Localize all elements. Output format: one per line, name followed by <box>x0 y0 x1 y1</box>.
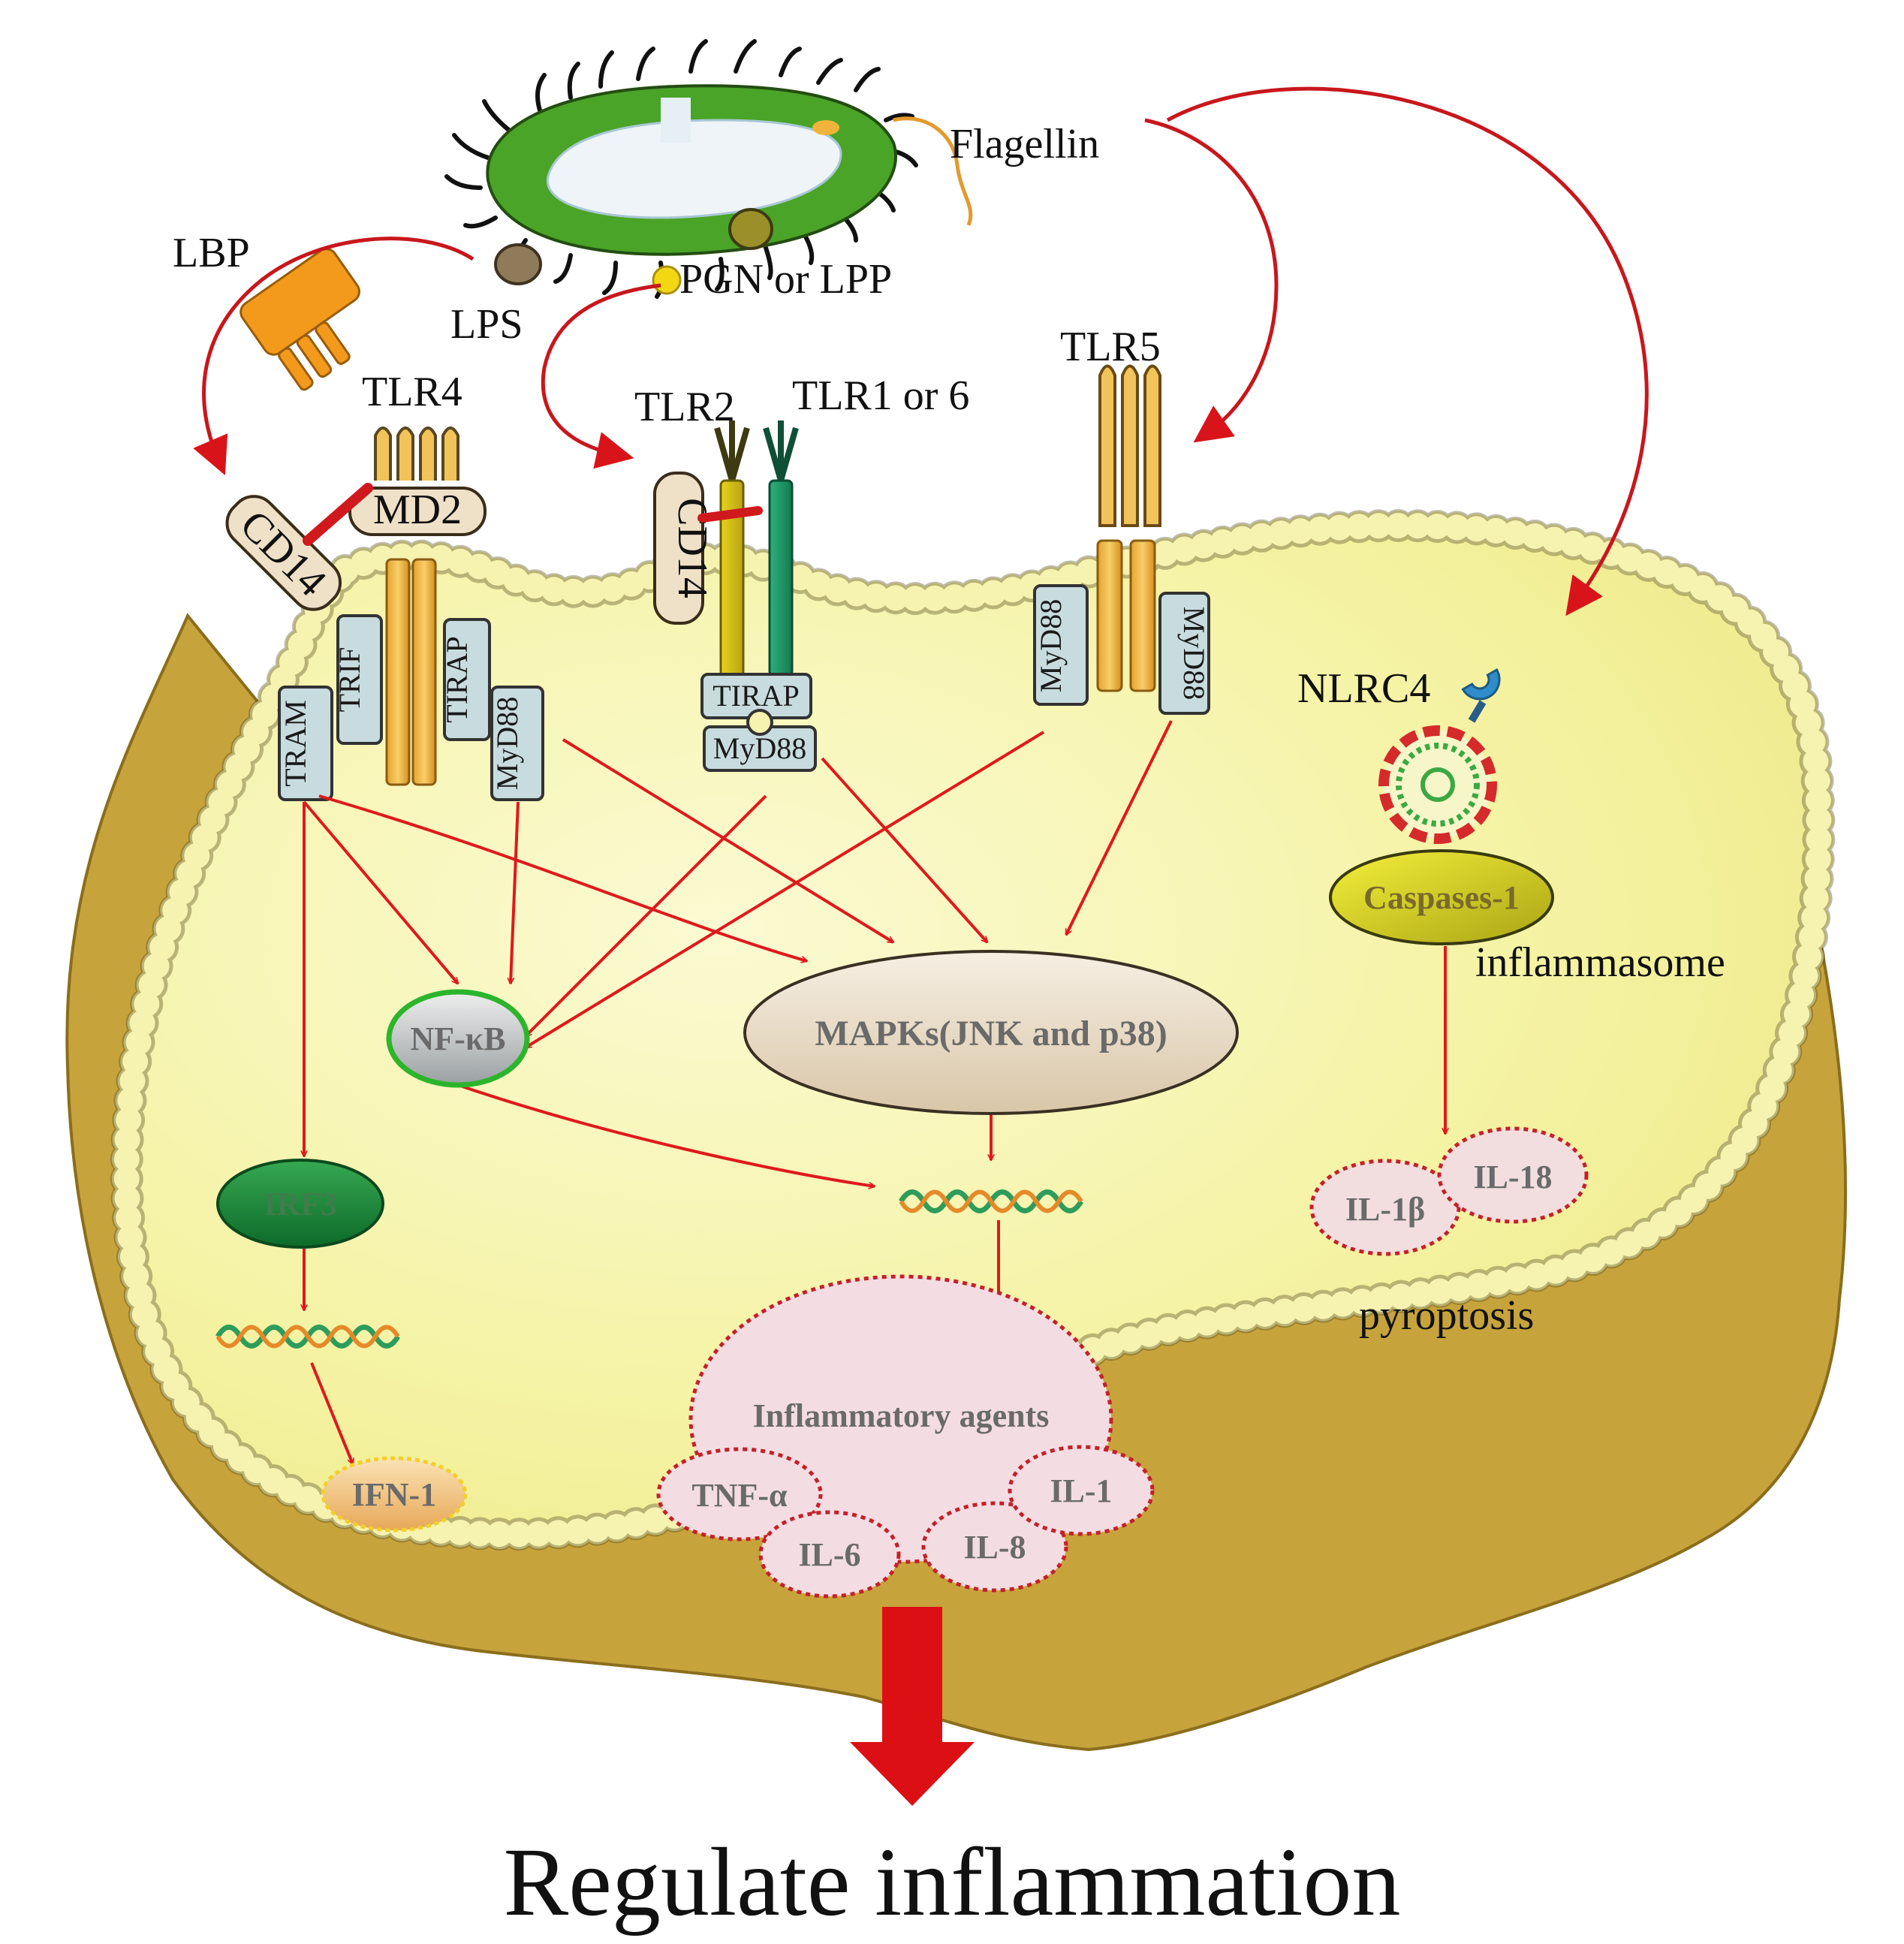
output-arrow <box>850 1607 975 1806</box>
il1-label: IL-1 <box>1050 1472 1112 1509</box>
myd88-mid-label: MyD88 <box>713 731 806 765</box>
tlr2-label: TLR2 <box>634 384 735 430</box>
myd88-left-label: MyD88 <box>490 697 524 790</box>
il1b-label: IL-1β <box>1345 1191 1425 1228</box>
il6-label: IL-6 <box>798 1536 860 1573</box>
myd88-tlr5-left-label: MyD88 <box>1034 599 1068 692</box>
lps-molecule <box>494 243 542 285</box>
tlr5-label: TLR5 <box>1060 324 1161 370</box>
adaptor-tram: TRAM <box>278 686 333 801</box>
tlr4-receptor: MD2 <box>348 426 487 786</box>
nlrc4-label: NLRC4 <box>1297 665 1430 712</box>
dna-strand-center <box>898 1189 1084 1213</box>
bacterium <box>444 39 973 299</box>
lps-label: LPS <box>450 301 523 348</box>
bacterium-granule <box>812 120 839 135</box>
mapks-label: MAPKs(JNK and p38) <box>815 1014 1167 1053</box>
flagellin-label: Flagellin <box>950 121 1099 167</box>
tirap-mid-label: TIRAP <box>712 679 800 713</box>
inflammasome-label: inflammasome <box>1475 939 1725 986</box>
nfkb-node: NF-κB <box>386 989 530 1088</box>
inflammasome-ring <box>1378 725 1497 844</box>
tnfa-label: TNF-α <box>691 1477 788 1514</box>
tirap-myd88-joint <box>746 709 773 736</box>
cd14-mid: CD14 <box>653 472 716 625</box>
irf3-label: IRF3 <box>264 1186 337 1222</box>
adaptor-myd88-tlr5-left: MyD88 <box>1033 584 1089 706</box>
pgn-lpp-dot <box>652 265 682 295</box>
adaptor-myd88-tlr5-right: MyD88 <box>1158 592 1211 715</box>
ifn1-node: IFN-1 <box>321 1456 468 1533</box>
adaptor-myd88-left: MyD88 <box>490 686 544 801</box>
bacterium-nucleoid <box>546 119 842 219</box>
tram-label: TRAM <box>279 700 312 787</box>
tlr2-tlr1-receptor <box>714 420 799 677</box>
signal-arrows <box>304 720 1445 1464</box>
cd14-left: CD14 <box>225 495 342 611</box>
il1-node: IL-1 <box>1008 1445 1155 1536</box>
inflammatory-agents-label: Inflammatory agents <box>753 1397 1050 1434</box>
adaptor-trif: TRIF <box>333 614 383 745</box>
tlr4-label: TLR4 <box>362 369 462 415</box>
caspase1-label: Caspases-1 <box>1363 879 1520 916</box>
nfkb-label: NF-κB <box>410 1020 505 1057</box>
il8-node: IL-8 <box>921 1501 1068 1593</box>
mapks-node: MAPKs(JNK and p38) <box>743 950 1239 1115</box>
lbp-molecule <box>240 248 360 391</box>
dna-strand-left <box>215 1325 401 1349</box>
nlrc4-sensor <box>1461 668 1501 723</box>
caspase1-node: Caspases-1 <box>1329 849 1554 945</box>
external-arrows <box>193 86 1649 616</box>
pgn-lpp-label: PGN or LPP <box>679 256 892 303</box>
ifn1-label: IFN-1 <box>352 1476 436 1513</box>
tlr1-6-label: TLR1 or 6 <box>792 372 969 419</box>
cd14-tlr2-link <box>697 506 763 523</box>
il6-node: IL-6 <box>758 1510 901 1599</box>
il8-label: IL-8 <box>963 1529 1026 1566</box>
il18-node: IL-18 <box>1437 1126 1589 1224</box>
il18-label: IL-18 <box>1473 1159 1552 1195</box>
pyroptosis-label: pyroptosis <box>1359 1292 1534 1339</box>
md2-box <box>348 487 487 536</box>
adaptor-tirap-left: TIRAP <box>440 618 491 741</box>
md2-label: MD2 <box>373 487 462 533</box>
diagram-title: Regulate inflammation <box>504 1828 1401 1936</box>
cd14-tlr4-link <box>303 483 373 546</box>
myd88-tlr5-right-label: MyD88 <box>1177 607 1211 700</box>
bacterium-plasmid <box>661 98 691 143</box>
tnfa-node: TNF-α <box>656 1447 823 1542</box>
irf3-node: IRF3 <box>216 1159 384 1249</box>
lbp-label: LBP <box>173 230 250 276</box>
membrane-beads <box>113 512 1832 1548</box>
lps-molecule-2 <box>728 208 773 250</box>
tirap-left-label: TIRAP <box>440 636 474 723</box>
flagellum <box>893 116 973 226</box>
trif-label: TRIF <box>333 647 366 713</box>
tlr5-receptor <box>1096 364 1161 692</box>
il1b-node: IL-1β <box>1309 1159 1461 1256</box>
